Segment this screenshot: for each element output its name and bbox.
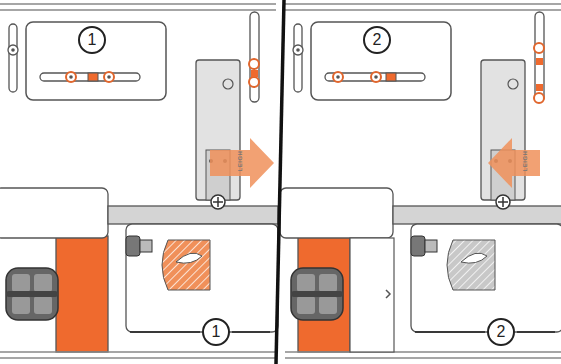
callout-circle: 1 (78, 26, 106, 54)
callout-number: 2 (373, 32, 382, 48)
callout-circle: 2 (363, 26, 391, 54)
brand-label: LEIGH (237, 150, 243, 171)
callout-number: 2 (497, 324, 506, 340)
callout-number: 1 (88, 32, 97, 48)
brand-label: LEIGH (522, 150, 528, 171)
callout-circle: 1 (202, 318, 230, 346)
callout-circle: 2 (487, 318, 515, 346)
callout-number: 1 (212, 324, 221, 340)
